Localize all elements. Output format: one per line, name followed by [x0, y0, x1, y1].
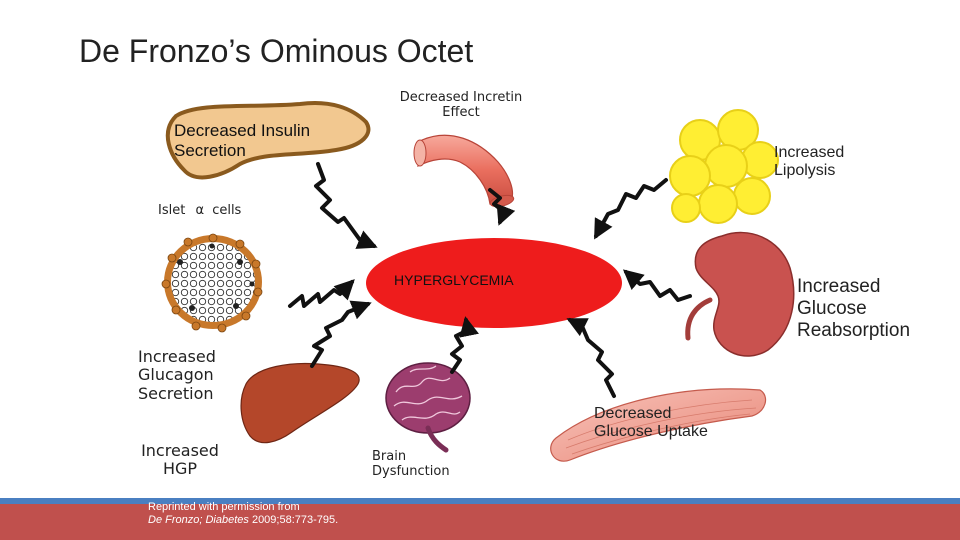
label-line: Decreased Insulin — [174, 121, 311, 140]
kidney-icon — [694, 231, 795, 357]
citation-line1: Reprinted with permission from — [148, 501, 300, 513]
label-line: Effect — [442, 104, 480, 120]
label-line: Glucose Uptake — [594, 423, 708, 441]
hyperglycemia-label: HYPERGLYCEMIA — [394, 272, 514, 288]
liver-icon — [240, 362, 360, 444]
label-islet-alpha-cells: Islet α cells — [158, 203, 242, 219]
label-line: Secretion — [138, 383, 214, 403]
footer-red-band — [0, 504, 960, 540]
label-line: Reabsorption — [797, 319, 911, 341]
citation: Reprinted with permission from De Fronzo… — [148, 501, 338, 527]
label-incretin-effect: Decreased Incretin Effect — [390, 90, 532, 121]
hyperglycemia-ellipse — [366, 238, 622, 328]
label-line: Lipolysis — [774, 162, 836, 180]
label-insulin-secretion: Decreased Insulin Secretion — [174, 121, 310, 160]
label-line: Increased — [797, 276, 881, 297]
reabsorption-arrow — [622, 269, 692, 302]
label-glucagon-secretion: Increased Glucagon Secretion — [138, 347, 216, 403]
muscle-arrow — [566, 318, 616, 398]
ureter-icon — [685, 297, 713, 341]
label-line: Increased — [774, 144, 845, 161]
slide-title: De Fronzo’s Ominous Octet — [79, 33, 474, 69]
incretin-arrow — [488, 188, 516, 226]
liver-arrow — [310, 300, 372, 368]
label-lipolysis: Increased Lipolysis — [774, 144, 844, 181]
label-line: Decreased Incretin — [399, 90, 523, 105]
insulin-arrow — [314, 162, 378, 249]
footer-blue-band — [0, 498, 960, 504]
citation-ref: 2009;58:773-795. — [248, 514, 339, 527]
islet-arrow — [288, 279, 355, 308]
label-glucose-reabsorption: Increased Glucose Reabsorption — [797, 276, 910, 342]
label-hgp: Increased HGP — [138, 441, 222, 479]
alpha-symbol: α — [195, 203, 205, 218]
label-line: Dysfunction — [372, 463, 450, 479]
citation-line2: De Fronzo; Diabetes 2009;58:773-795. — [148, 514, 338, 527]
label-line: Secretion — [174, 140, 246, 160]
label-line: HGP — [162, 459, 198, 479]
label-line: Increased — [141, 441, 219, 460]
label-line: Decreased — [594, 405, 672, 422]
label-line: Increased — [138, 347, 216, 366]
label-brain-dysfunction: Brain Dysfunction — [372, 449, 450, 480]
muscle-icon — [550, 388, 767, 462]
citation-journal: De Fronzo; Diabetes — [148, 514, 249, 527]
label-glucose-uptake: Decreased Glucose Uptake — [594, 405, 708, 442]
lipolysis-arrow — [594, 178, 668, 240]
brain-icon — [385, 362, 471, 453]
pancreas-icon — [165, 101, 371, 180]
fat-cells-icon — [669, 109, 779, 224]
label-islet: Islet — [158, 203, 186, 218]
label-cells: cells — [212, 203, 242, 218]
brain-arrow — [450, 316, 479, 374]
islet-icon — [161, 233, 263, 333]
label-line: Glucagon — [138, 365, 214, 385]
label-line: Glucose — [797, 297, 867, 319]
label-line: Brain — [372, 449, 407, 464]
